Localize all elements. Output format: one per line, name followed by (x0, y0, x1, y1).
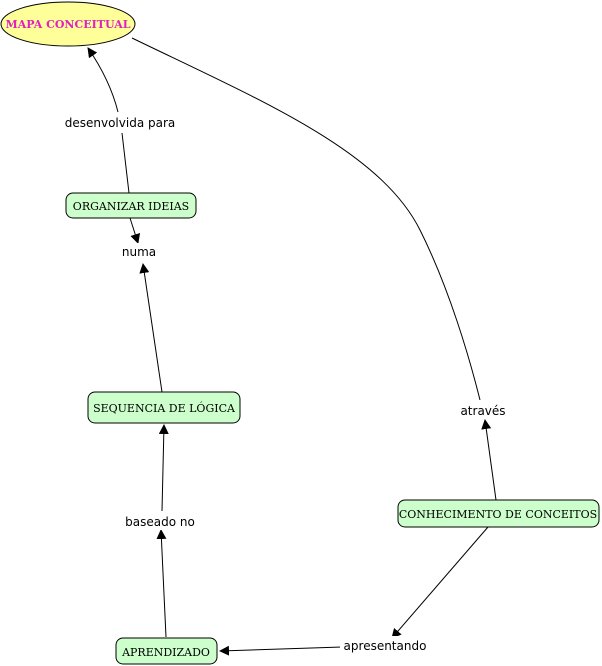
connector-sequencia-to-numa (139, 263, 163, 393)
linking-phrases: desenvolvida para numa baseado no atravé… (60, 113, 512, 654)
concept-node-sequencia: SEQUENCIA DE LÓGICA (87, 391, 241, 424)
concept-node-sequencia-box (87, 391, 241, 424)
root-node: MAPA CONCEITUAL (0, 1, 136, 47)
concept-node-aprendizado-label: APRENDIZADO (121, 646, 210, 659)
connector-organizar-to-desenvolvida (121, 132, 130, 194)
connector-apresentando-to-aprendizado (219, 645, 343, 656)
connector-desenvolvida-to-mapa (87, 47, 119, 113)
root-node-label: MAPA CONCEITUAL (6, 18, 131, 31)
connector-baseado-to-sequencia (158, 424, 169, 512)
concept-node-conhecimento-label: CONHECIMENTO DE CONCEITOS (399, 508, 597, 521)
connectors (87, 37, 497, 656)
concept-node-aprendizado-box (115, 637, 218, 665)
concept-node-organizar: ORGANIZAR IDEIAS (65, 192, 197, 219)
linking-phrase-numa: numa (122, 245, 156, 259)
concept-node-organizar-label: ORGANIZAR IDEIAS (73, 200, 189, 213)
concept-node-conhecimento: CONHECIMENTO DE CONCEITOS (397, 499, 600, 528)
concept-node-sequencia-label: SEQUENCIA DE LÓGICA (93, 401, 236, 415)
root-node-shape (0, 1, 136, 47)
concept-node-conhecimento-box (397, 499, 600, 528)
linking-phrase-baseado: baseado no (125, 515, 195, 529)
linking-phrase-desenvolvida: desenvolvida para (65, 116, 176, 130)
connector-conhecimento-to-atraves (481, 419, 497, 501)
concept-node-aprendizado: APRENDIZADO (115, 637, 218, 665)
linking-phrase-atraves: através (460, 404, 505, 418)
connector-organizar-to-numa (129, 217, 141, 244)
concept-node-organizar-box (65, 192, 197, 219)
connector-conhecimento-to-apresentando (391, 526, 489, 639)
connector-aprendizado-to-baseado (156, 529, 167, 638)
linking-phrase-apresentando: apresentando (344, 639, 427, 653)
connector-mapa-to-atraves (131, 37, 481, 401)
